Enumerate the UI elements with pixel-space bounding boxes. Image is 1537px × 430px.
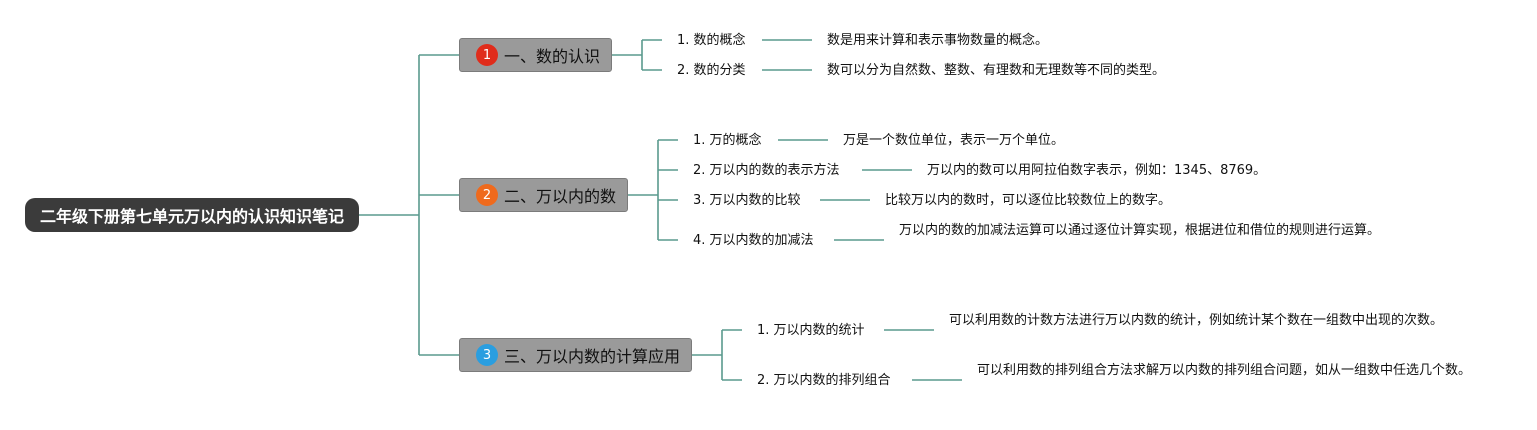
leaf-2-2[interactable]: 2. 万以内的数的表示方法 (693, 163, 840, 178)
badge-3-icon: 3 (476, 344, 498, 366)
branch-1-title: 一、数的认识 (504, 47, 601, 66)
root-topic[interactable]: 二年级下册第七单元万以内的认识知识笔记 (25, 198, 359, 232)
leaf-3-2[interactable]: 2. 万以内数的排列组合 (757, 373, 891, 388)
branch-2[interactable]: 2 二、万以内的数 (459, 178, 628, 212)
leaf-1-2[interactable]: 2. 数的分类 (677, 63, 746, 78)
desc-2-2: 万以内的数可以用阿拉伯数字表示，例如：1345、8769。 (927, 163, 1267, 178)
leaf-2-3[interactable]: 3. 万以内数的比较 (693, 193, 801, 208)
desc-3-1: 可以利用数的计数方法进行万以内数的统计，例如统计某个数在一组数中出现的次数。 (949, 313, 1444, 328)
leaf-2-4[interactable]: 4. 万以内数的加减法 (693, 233, 814, 248)
desc-2-4: 万以内的数的加减法运算可以通过逐位计算实现，根据进位和借位的规则进行运算。 (899, 223, 1381, 238)
desc-1-2: 数可以分为自然数、整数、有理数和无理数等不同的类型。 (827, 63, 1166, 78)
branch-3[interactable]: 3 三、万以内数的计算应用 (459, 338, 692, 372)
leaf-3-1[interactable]: 1. 万以内数的统计 (757, 323, 865, 338)
desc-3-2: 可以利用数的排列组合方法求解万以内数的排列组合问题，如从一组数中任选几个数。 (977, 363, 1472, 378)
leaf-2-1[interactable]: 1. 万的概念 (693, 133, 762, 148)
badge-2-icon: 2 (476, 184, 498, 206)
badge-1-icon: 1 (476, 44, 498, 66)
desc-2-1: 万是一个数位单位，表示一万个单位。 (843, 133, 1065, 148)
desc-1-1: 数是用来计算和表示事物数量的概念。 (827, 33, 1049, 48)
branch-3-title: 三、万以内数的计算应用 (504, 347, 681, 366)
root-title: 二年级下册第七单元万以内的认识知识笔记 (39, 207, 344, 226)
leaf-1-1[interactable]: 1. 数的概念 (677, 33, 746, 48)
branch-1[interactable]: 1 一、数的认识 (459, 38, 612, 72)
branch-2-title: 二、万以内的数 (504, 187, 617, 206)
desc-2-3: 比较万以内的数时，可以逐位比较数位上的数字。 (885, 193, 1172, 208)
